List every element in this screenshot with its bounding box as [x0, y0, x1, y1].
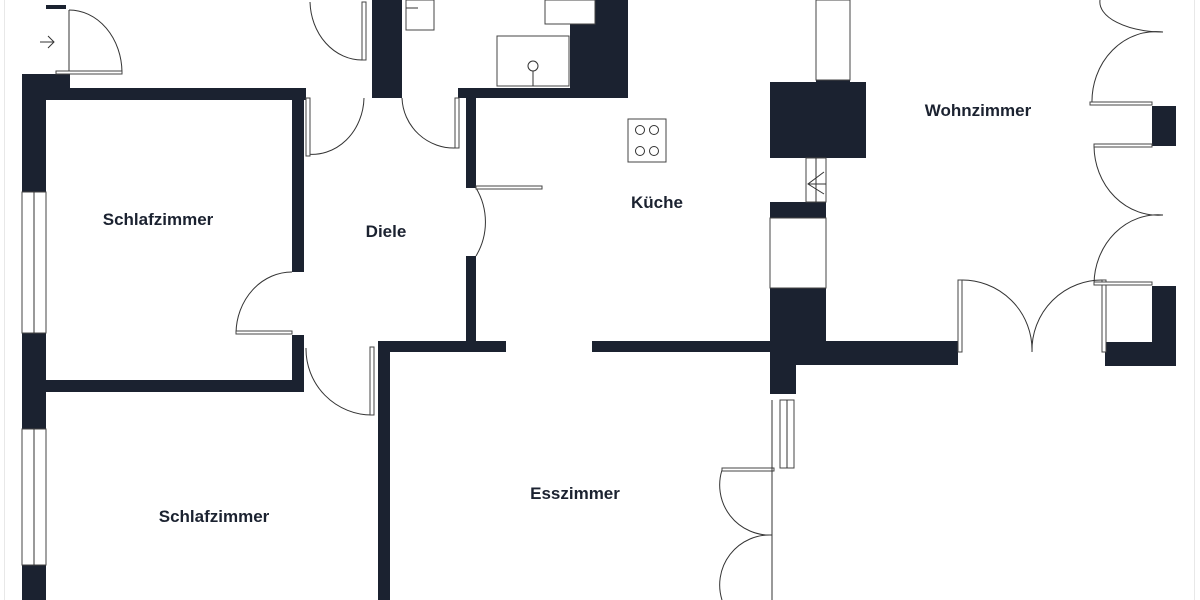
toilet-icon — [405, 0, 435, 31]
room-label-kueche: Küche — [631, 193, 683, 212]
windows — [21, 0, 851, 566]
room-label-schlafzimmer-2: Schlafzimmer — [158, 507, 270, 526]
room-label-schlafzimmer-1: Schlafzimmer — [102, 210, 214, 229]
walls — [22, 0, 1176, 600]
room-label-diele: Diele — [365, 222, 407, 241]
bathtub-icon — [544, 0, 596, 25]
room-label-esszimmer: Esszimmer — [530, 484, 620, 503]
right-frame-line — [1194, 0, 1195, 600]
room-label-badezimmer: Badezimmer — [441, 0, 542, 4]
room-label-diele-top: Diele — [206, 0, 247, 4]
stairs-arrow-icon — [805, 157, 827, 203]
entrance-arrow-icon — [40, 35, 55, 49]
doors — [55, 0, 1164, 600]
sink-icon — [496, 35, 570, 87]
stove-icon — [627, 118, 667, 163]
left-frame-line — [4, 0, 5, 600]
room-label-wohnzimmer: Wohnzimmer — [924, 101, 1032, 120]
